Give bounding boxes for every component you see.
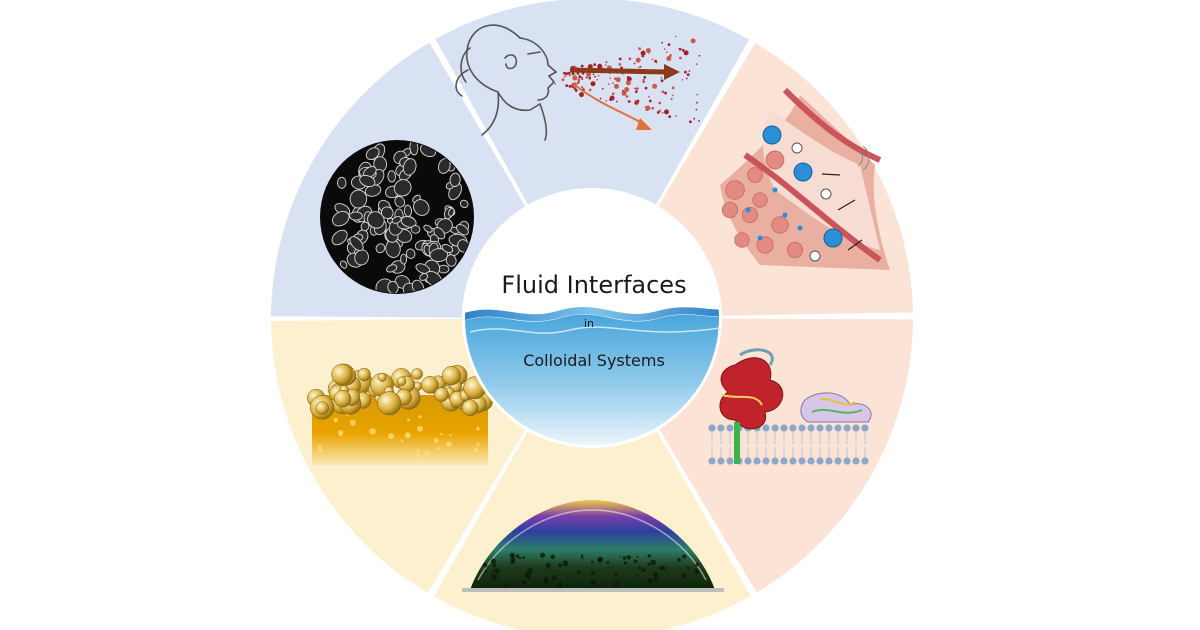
center-title: Fluid Interfaces: [501, 271, 686, 299]
emulsion-droplets-pattern: [331, 141, 470, 293]
person-coughing-icon: [455, 24, 558, 141]
segment-membrane-proteins: [656, 318, 913, 593]
membrane-proteins-icon: [708, 348, 872, 465]
segment-respiratory-droplets: [435, 0, 750, 209]
soap-bubble-dome-icon: [462, 500, 724, 592]
center-connector: in: [584, 317, 594, 330]
beer-foam-icon: [307, 363, 493, 465]
blood-vessel-icon: [720, 87, 890, 270]
cough-arrow-icon: [569, 64, 680, 130]
center-subtitle: Colloidal Systems: [523, 351, 665, 370]
